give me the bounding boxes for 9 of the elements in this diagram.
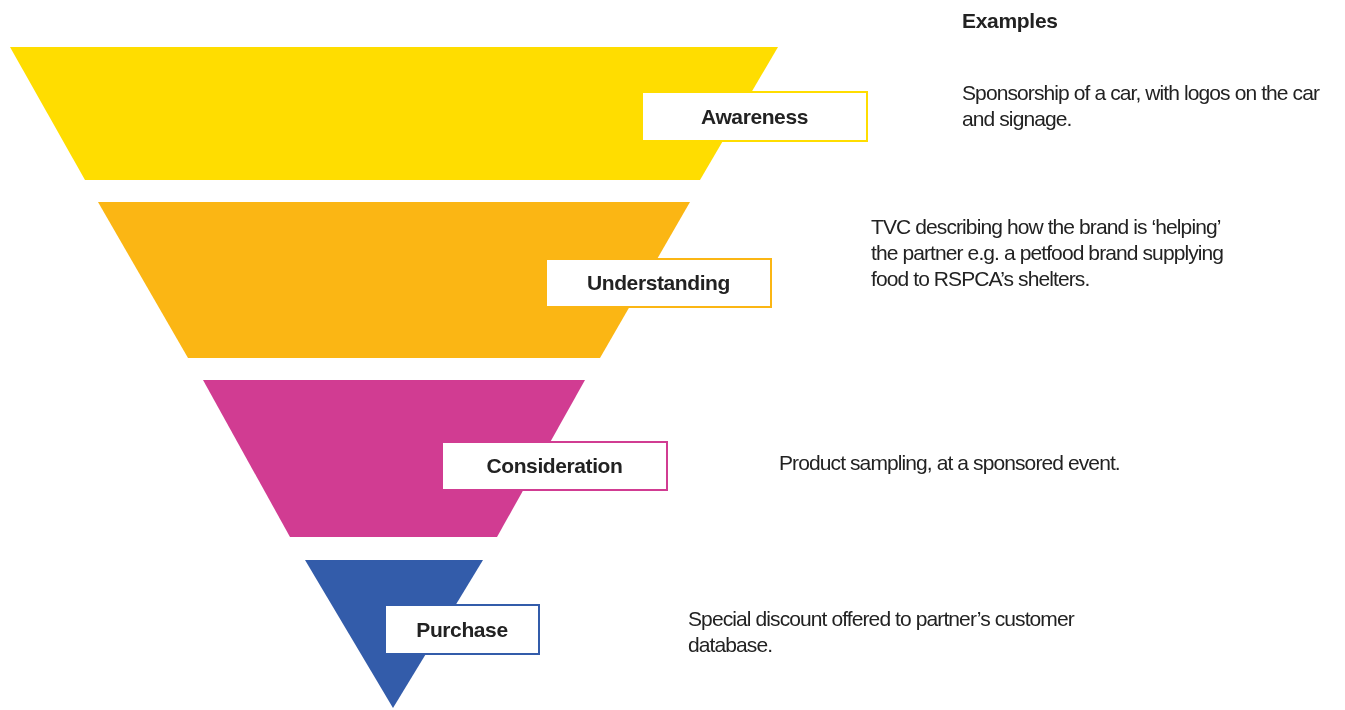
example-text: Special discount offered to partner’s customer database. [688, 606, 1076, 658]
example-text: Sponsorship of a car, with logos on the car and signage. [962, 80, 1321, 132]
stage-label: Consideration [441, 441, 668, 491]
stage-label: Purchase [384, 604, 540, 655]
section-heading: Examples [962, 8, 1059, 34]
stage-label: Awareness [641, 91, 868, 142]
stage-label: Understanding [545, 258, 772, 308]
example-text: Product sampling, at a sponsored event. [779, 450, 1121, 476]
example-text: TVC describing how the brand is ‘helping’ the partner e.g. a petfood brand supplying food to RSPCA’s shelters. [871, 214, 1225, 292]
